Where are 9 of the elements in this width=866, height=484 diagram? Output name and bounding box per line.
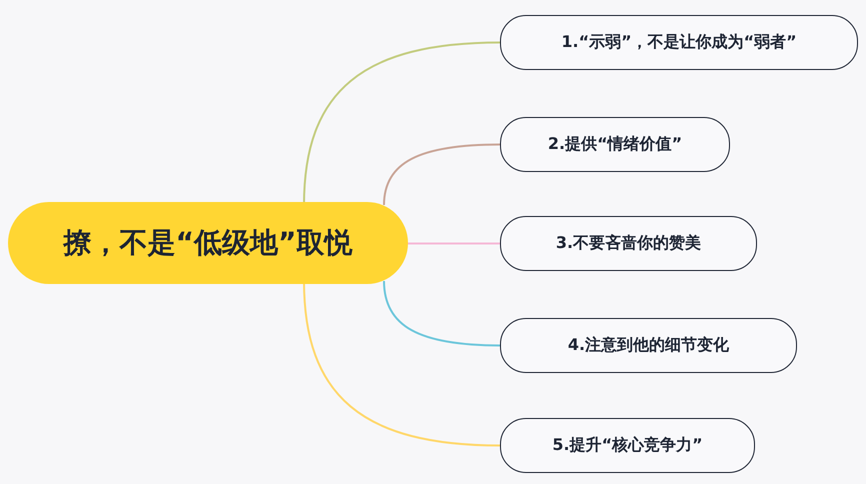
branch-connector — [383, 280, 500, 346]
branch-topic: 3.不要吝啬你的赞美 — [500, 216, 757, 271]
branch-connector — [408, 242, 500, 244]
branch-connector — [383, 144, 500, 206]
central-topic: 撩，不是“低级地”取悦 — [8, 202, 408, 284]
branch-topic: 2.提供“情绪价值” — [500, 117, 730, 172]
branch-topic: 5.提升“核心竞争力” — [500, 418, 755, 473]
branch-topic: 4.注意到他的细节变化 — [500, 318, 797, 373]
branch-topic: 1.“示弱”，不是让你成为“弱者” — [500, 15, 858, 70]
